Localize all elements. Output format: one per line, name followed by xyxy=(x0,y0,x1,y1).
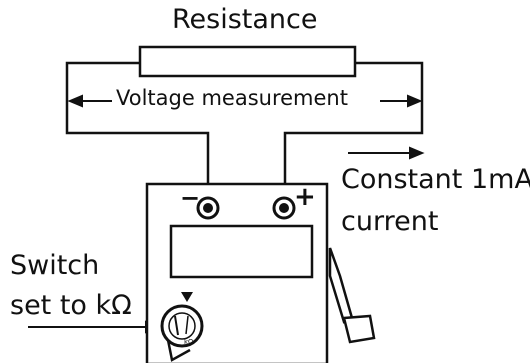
positive-terminal-label: + xyxy=(294,182,316,212)
dial-icon[interactable]: kΩ xyxy=(160,304,204,362)
current-arrow-icon xyxy=(348,146,425,160)
dial-kohm-label: kΩ xyxy=(184,338,194,346)
switch-label-line2: set to kΩ xyxy=(10,290,132,321)
circuit-wires xyxy=(65,61,424,183)
arrow-right-icon xyxy=(380,94,423,108)
probe-terminal-icon[interactable] xyxy=(196,196,220,220)
arrow-left-icon xyxy=(67,94,112,108)
pointer-triangle-icon xyxy=(181,292,193,302)
side-clip xyxy=(328,247,376,344)
negative-terminal-label: − xyxy=(180,184,201,212)
current-label-line1: Constant 1mA xyxy=(341,164,530,195)
switch-label-line1: Switch xyxy=(10,250,100,281)
meter-display xyxy=(169,224,314,279)
probe-terminal-icon[interactable] xyxy=(272,196,296,220)
voltage-measurement-label: Voltage measurement xyxy=(114,86,350,110)
switch-arrow-icon xyxy=(28,320,161,334)
resistor xyxy=(138,45,357,78)
resistance-title: Resistance xyxy=(172,4,318,35)
current-label-line2: current xyxy=(341,206,439,237)
